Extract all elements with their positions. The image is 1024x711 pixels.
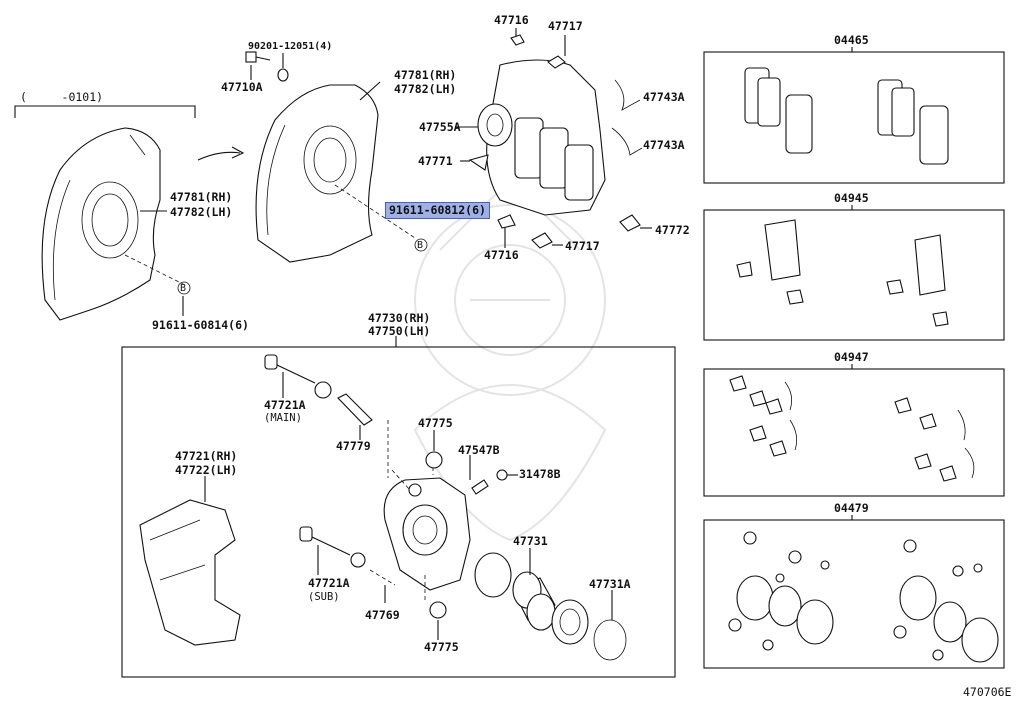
part-label-47731[interactable]: 47731	[513, 534, 548, 548]
part-label-91611-60814[interactable]: 91611-60814(6)	[152, 318, 249, 332]
kit-box-04479	[703, 519, 1005, 669]
clip-47717-top	[547, 55, 566, 69]
slide-bolt-sub[interactable]	[299, 526, 366, 568]
bolt-47710a[interactable]	[245, 51, 271, 63]
part-label-47721a-main[interactable]: 47721A	[264, 398, 306, 412]
part-label-47750[interactable]: 47750(LH)	[368, 324, 431, 338]
piston-47731[interactable]	[512, 571, 556, 631]
part-label-47769[interactable]: 47769	[365, 608, 400, 622]
kit-04945-shims	[736, 219, 949, 327]
date-range-bracket	[14, 105, 196, 118]
kit-box-04465	[703, 51, 1005, 184]
part-label-47547b[interactable]: 47547B	[458, 443, 500, 457]
caliper-assembly-box	[121, 346, 676, 678]
seal-ring	[474, 552, 512, 598]
part-label-47755a[interactable]: 47755A	[419, 120, 461, 134]
part-label-31478b[interactable]: 31478B	[519, 467, 561, 481]
snap-ring	[593, 619, 627, 661]
b-marker-label-1: B	[180, 283, 187, 294]
part-label-47710a[interactable]: 47710A	[221, 80, 263, 94]
part-label-47779[interactable]: 47779	[336, 439, 371, 453]
kit-box-04947	[703, 368, 1005, 497]
date-range-label: ( -0101)	[20, 90, 104, 104]
clip-47717-bot	[531, 232, 553, 249]
caliper-bracket[interactable]	[139, 499, 241, 646]
part-label-47721[interactable]: 47721(RH)	[175, 449, 238, 463]
caliper-body[interactable]	[383, 477, 471, 591]
diagram-code: 470706E	[963, 685, 1012, 699]
part-label-47743a-1[interactable]: 47743A	[643, 90, 685, 104]
part-label-47731a[interactable]: 47731A	[589, 577, 631, 591]
pin-47769	[369, 569, 396, 586]
kit-label-04945[interactable]: 04945	[834, 191, 869, 205]
bushing-47775-top	[425, 451, 443, 469]
part-label-47775-bot[interactable]: 47775	[424, 640, 459, 654]
part-label-47716-bot[interactable]: 47716	[484, 248, 519, 262]
spring-47743a-1	[614, 79, 641, 111]
part-label-47717-bot[interactable]: 47717	[565, 239, 600, 253]
washer-90201[interactable]	[277, 68, 289, 82]
clip-47771	[468, 154, 489, 171]
kit-box-04945	[703, 209, 1005, 341]
arrow-icon	[197, 146, 245, 161]
kit-04947-clips	[729, 375, 975, 482]
b-marker-label-2: B	[417, 240, 424, 251]
b-marker-circle-1	[177, 281, 191, 295]
clip-47716-top	[510, 34, 525, 46]
part-label-47722[interactable]: 47722(LH)	[175, 463, 238, 477]
part-label-47781-left[interactable]: 47781(RH)	[170, 190, 233, 204]
part-label-47717-top[interactable]: 47717	[548, 19, 583, 33]
part-label-47782-top[interactable]: 47782(LH)	[394, 82, 457, 96]
kit-label-04479[interactable]: 04479	[834, 501, 869, 515]
boot-47731a	[551, 599, 589, 645]
kit-04479-seals	[728, 531, 999, 663]
part-label-90201[interactable]: 90201-12051(4)	[248, 41, 333, 52]
kit-label-04465[interactable]: 04465	[834, 33, 869, 47]
b-marker-circle-2	[414, 238, 428, 252]
slide-pin-47779[interactable]	[337, 393, 373, 426]
kit-04465-pads	[744, 67, 949, 165]
spring-47743a-2	[611, 127, 643, 156]
part-label-47775-top[interactable]: 47775	[418, 416, 453, 430]
part-label-47772[interactable]: 47772	[655, 223, 690, 237]
slide-bolt-main[interactable]	[264, 354, 332, 399]
bleeder-47547b	[471, 479, 489, 495]
kit-label-04947[interactable]: 04947	[834, 350, 869, 364]
part-label-47721a-sub[interactable]: 47721A	[308, 576, 350, 590]
cap-31478b	[496, 469, 508, 481]
part-label-47781-top[interactable]: 47781(RH)	[394, 68, 457, 82]
sub-note: (SUB)	[308, 591, 340, 603]
bushing-47775-bot	[429, 601, 447, 619]
watermark-emblem	[413, 178, 607, 542]
dust-shield-left[interactable]	[41, 127, 161, 321]
clip-47716-bot	[497, 214, 516, 229]
part-label-47716-top[interactable]: 47716	[494, 13, 529, 27]
part-label-47782-left[interactable]: 47782(LH)	[170, 205, 233, 219]
caliper-pad-assembly-top[interactable]	[477, 59, 606, 216]
part-label-91611-60812[interactable]: 91611-60812(6)	[385, 202, 490, 219]
part-label-47743a-2[interactable]: 47743A	[643, 138, 685, 152]
part-label-47730[interactable]: 47730(RH)	[368, 311, 431, 325]
clip-47772	[619, 214, 641, 232]
part-label-47771[interactable]: 47771	[418, 154, 453, 168]
dust-shield-top[interactable]	[255, 84, 379, 263]
main-note: (MAIN)	[264, 412, 302, 424]
